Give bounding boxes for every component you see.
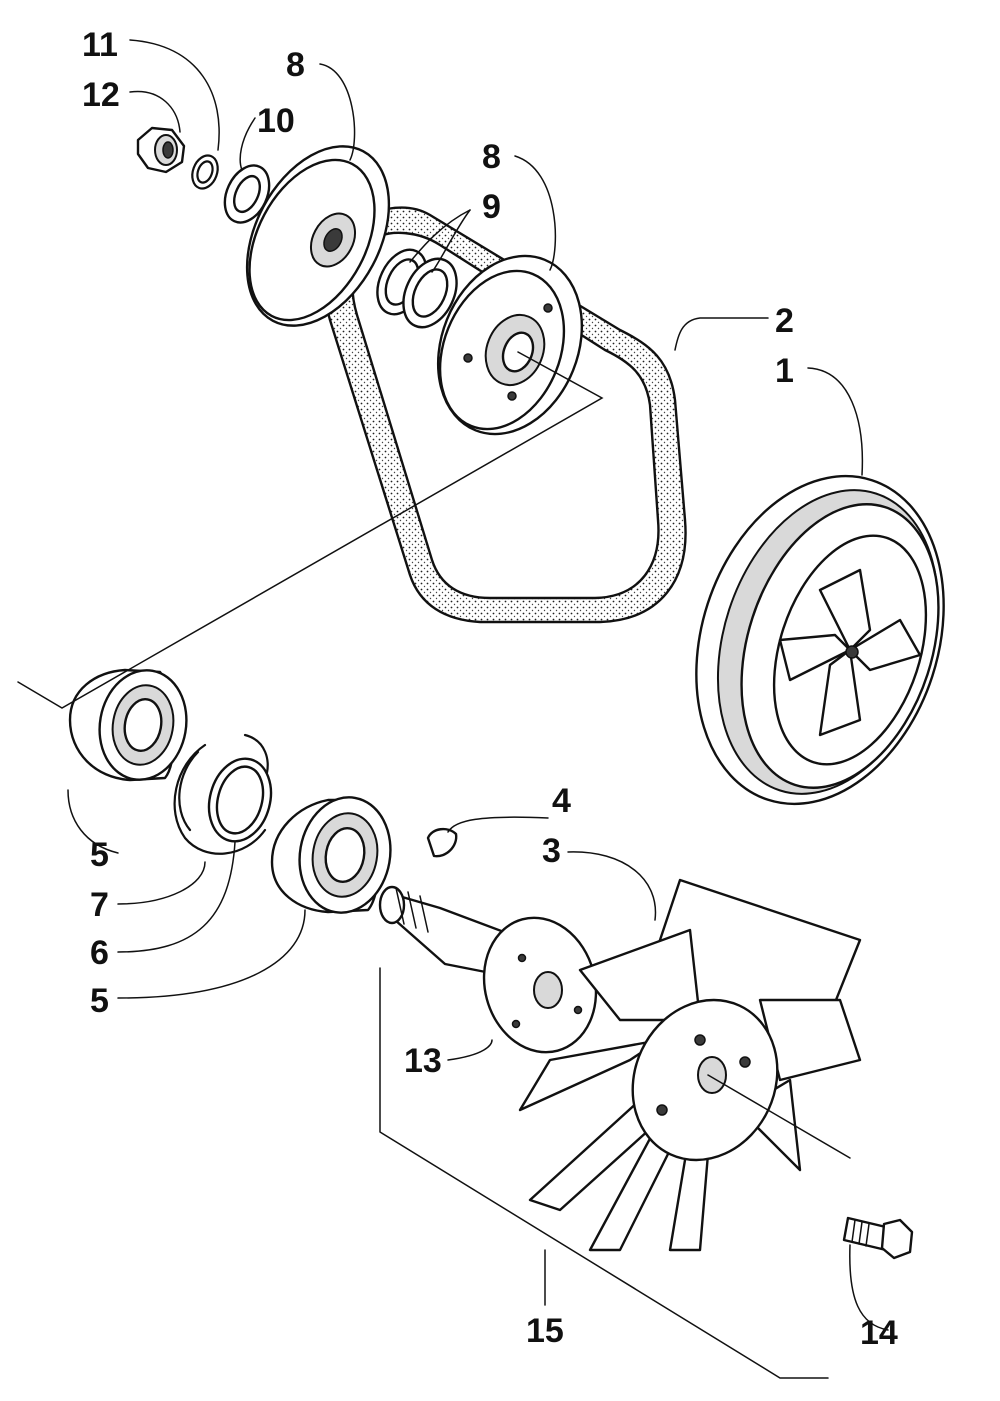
callout-4: 4 bbox=[552, 782, 571, 820]
callout-8-upper: 8 bbox=[286, 46, 305, 84]
callout-5-upper: 5 bbox=[90, 836, 109, 874]
spacer-ring bbox=[207, 757, 273, 843]
spacer-washers bbox=[376, 248, 458, 329]
hex-bolt bbox=[842, 1216, 914, 1260]
callout-12: 12 bbox=[82, 76, 120, 114]
lock-washer bbox=[191, 154, 219, 190]
callout-5-lower: 5 bbox=[90, 982, 109, 1020]
callout-3: 3 bbox=[542, 832, 561, 870]
callout-numbers: 11 12 10 8 8 9 2 1 4 3 5 7 6 5 13 15 14 bbox=[82, 26, 898, 1352]
bearing-upper bbox=[68, 668, 188, 782]
shaft-hub bbox=[378, 885, 598, 1054]
callout-1: 1 bbox=[775, 352, 794, 390]
callout-6: 6 bbox=[90, 934, 109, 972]
callout-14: 14 bbox=[860, 1314, 898, 1352]
leader-lines bbox=[67, 39, 889, 1331]
fan-blades bbox=[518, 878, 862, 1252]
sheave-half-rear bbox=[245, 145, 391, 327]
callout-2: 2 bbox=[775, 302, 794, 340]
callout-13: 13 bbox=[404, 1042, 442, 1080]
alignment-lines bbox=[17, 351, 851, 1379]
callout-11: 11 bbox=[82, 26, 118, 64]
bearing-lower bbox=[270, 796, 392, 914]
callout-8-lower: 8 bbox=[482, 138, 501, 176]
woodruff-key bbox=[426, 827, 458, 858]
callout-7: 7 bbox=[90, 886, 109, 924]
callout-15: 15 bbox=[526, 1312, 564, 1350]
callout-10: 10 bbox=[257, 102, 295, 140]
drive-pulley bbox=[695, 474, 945, 806]
callout-9: 9 bbox=[482, 188, 501, 226]
flat-washer bbox=[223, 164, 271, 224]
hex-nut bbox=[136, 126, 186, 174]
